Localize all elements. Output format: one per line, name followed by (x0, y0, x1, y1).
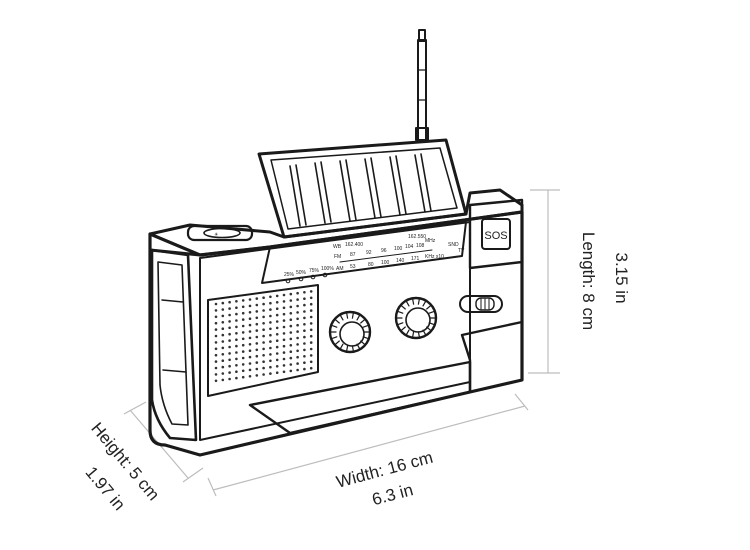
width-cm-label: Width: 16 cm (334, 448, 435, 492)
wb-unit: MHz (425, 238, 436, 244)
svg-text:☀: ☀ (214, 232, 218, 238)
am-tick-1: 53 (350, 264, 356, 270)
width-in-label: 6.3 in (370, 480, 415, 509)
tv-label: TV (458, 248, 465, 254)
wb-range-end: 162.550 (408, 234, 426, 240)
fm-tick-4: 100 (394, 246, 403, 252)
length-in-label: 3.15 in (612, 252, 631, 303)
power-switch (459, 295, 503, 313)
am-tick-2: 80 (368, 262, 374, 268)
battery-level-50: 50% (296, 270, 307, 276)
snd-label: SND (448, 242, 459, 248)
radio-body: ☀ (148, 188, 524, 457)
battery-level-25: 25% (284, 272, 295, 278)
sos-label: SOS (484, 230, 507, 242)
battery-level-100: 100% (321, 266, 334, 272)
am-tick-4: 140 (396, 258, 405, 264)
wb-label: WB (333, 244, 342, 250)
battery-level-75: 75% (309, 268, 320, 274)
solar-panel (257, 138, 468, 239)
am-unit: KHz x10 (425, 254, 444, 260)
fm-tick-1: 87 (350, 252, 356, 258)
antenna (415, 29, 429, 141)
width-dimension-line (207, 393, 529, 497)
volume-knob (328, 310, 372, 354)
battery-indicators: 25% 50% 75% 100% (284, 266, 334, 284)
length-dimension-line (528, 189, 560, 374)
length-cm-label: Length: 8 cm (579, 232, 598, 330)
flashlight-button: ☀ (186, 224, 254, 242)
speaker-grille (207, 284, 319, 397)
tuning-knob (394, 296, 438, 340)
tuning-dial-panel: WB 162.400 162.550 MHz FM 87 92 96 100 1… (261, 221, 467, 284)
sos-button: SOS (481, 218, 511, 250)
wb-range-start: 162.400 (345, 242, 363, 248)
am-tick-5: 171 (411, 256, 420, 262)
am-tick-3: 100 (381, 260, 390, 266)
fm-tick-2: 92 (366, 250, 372, 256)
fm-tick-5: 104 (405, 244, 414, 250)
am-label: AM (336, 266, 344, 272)
fm-tick-3: 96 (381, 248, 387, 254)
fm-tick-6: 108 (416, 243, 425, 249)
fm-label: FM (334, 254, 341, 260)
